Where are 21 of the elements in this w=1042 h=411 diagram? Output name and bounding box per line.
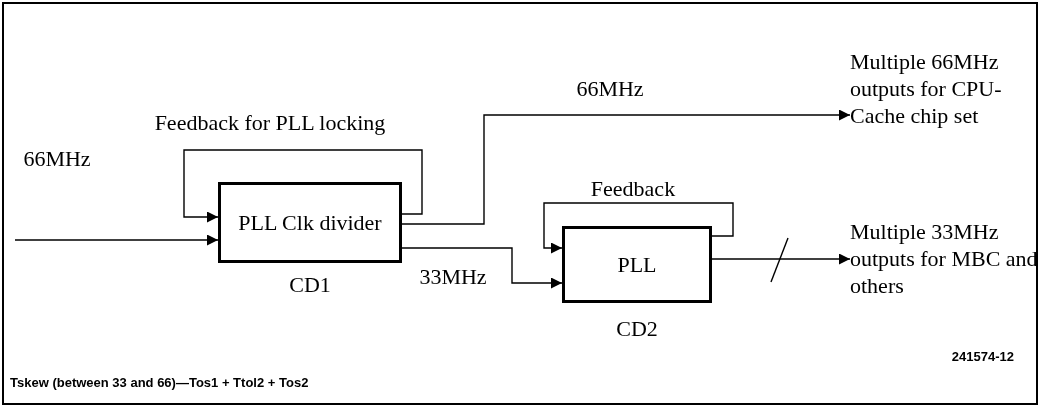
block-caption: CD1 (288, 272, 332, 298)
connector-arrow (401, 247, 563, 289)
connector-arrow (543, 202, 734, 254)
note-text: Tskew (between 33 and 66)—Tos1 + Ttol2 + Tos2 (10, 375, 309, 391)
edge-label: Feedback for PLL locking (153, 110, 387, 136)
block-box (562, 226, 712, 303)
connector-arrow (401, 109, 851, 225)
connector-arrow (183, 149, 423, 223)
block-text: Multiple 33MHz outputs for MBC and others (850, 218, 1038, 299)
block-box (218, 182, 402, 263)
edge-label: Feedback (589, 176, 677, 202)
block-text: PLL Clk divider (238, 209, 382, 236)
connector-arrow (711, 253, 851, 265)
edge-label: 33MHz (418, 264, 488, 290)
connector-arrow (14, 234, 219, 246)
edge-label: 66MHz (22, 146, 92, 172)
figure-number: 241574-12 (951, 349, 1014, 365)
block-text: Multiple 66MHz outputs for CPU-Cache chip set (850, 48, 1003, 129)
block-text: PLL (617, 251, 657, 278)
block-caption: CD2 (615, 316, 659, 342)
edge-label: 66MHz (575, 76, 645, 102)
